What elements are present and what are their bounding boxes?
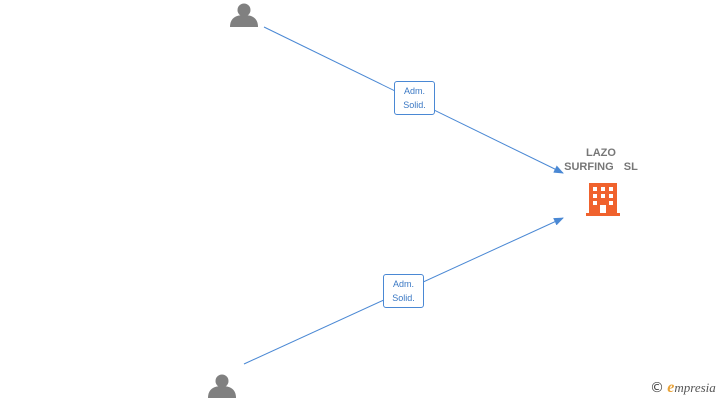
building-icon[interactable] [586, 183, 620, 216]
edge-label-line: Solid. [392, 293, 415, 303]
company-name-line: SURFING SL [564, 161, 638, 173]
empresia-watermark: © empresia [650, 379, 716, 397]
brand-initial: e [667, 379, 675, 396]
edge-label[interactable]: Adm. Solid. [394, 81, 435, 115]
brand-name: mpresia [674, 380, 716, 395]
company-name[interactable]: LAZO SURFING SL [556, 146, 646, 174]
person-icon[interactable] [208, 374, 236, 399]
edge-label[interactable]: Adm. Solid. [383, 274, 424, 308]
edge-label-line: Adm. [392, 279, 414, 289]
copyright-symbol: © [650, 380, 664, 396]
edge-label-line: Adm. [403, 86, 425, 96]
company-name-line: LAZO [586, 147, 616, 159]
person-icon[interactable] [230, 3, 258, 28]
edge-label-line: Solid. [403, 100, 426, 110]
